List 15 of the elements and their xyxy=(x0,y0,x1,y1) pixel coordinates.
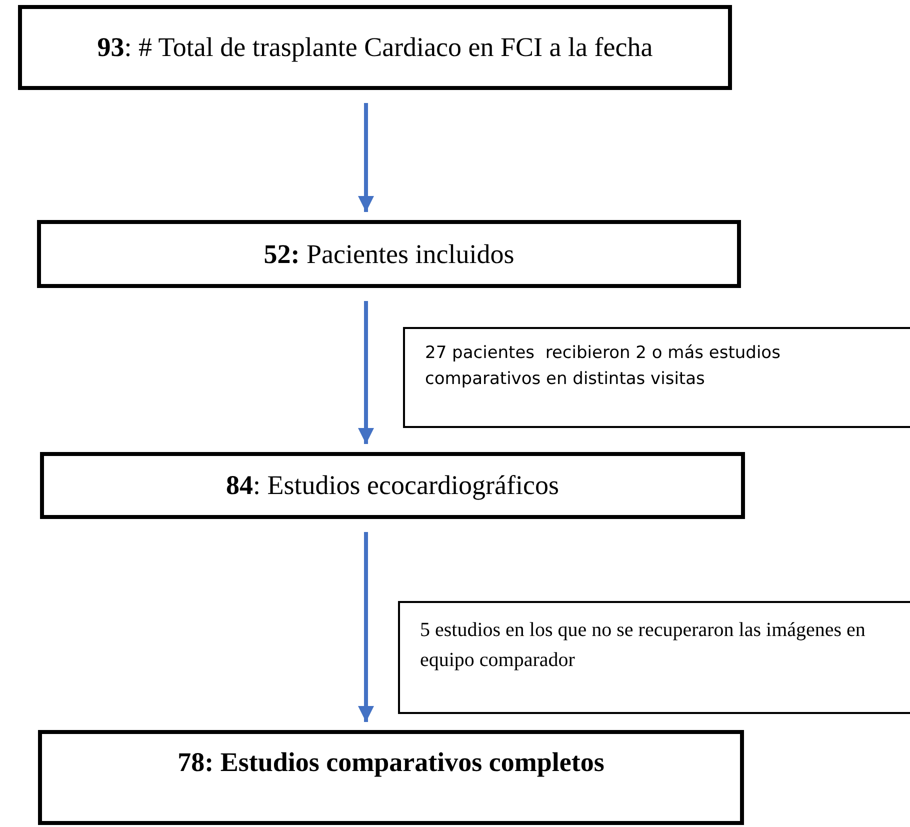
box-text: 78: Estudios comparativos completos xyxy=(178,746,604,778)
note-text: 27 pacientes recibieron 2 o más estudios comparativos en distintas visitas xyxy=(425,342,782,390)
arrow xyxy=(358,532,374,722)
process-box xyxy=(38,730,744,825)
note-box xyxy=(398,601,910,714)
arrow xyxy=(358,301,374,444)
note-box xyxy=(403,327,910,428)
process-box xyxy=(40,452,745,519)
box-text: 84: Estudios ecocardiográficos xyxy=(226,469,559,502)
note-text: 5 estudios en los que no se recuperaron las imágenes en equipo comparador xyxy=(420,618,866,673)
box-text: 93: # Total de trasplante Cardiaco en FCI a la fecha xyxy=(97,31,653,64)
process-box xyxy=(18,5,732,90)
box-text: 52: Pacientes incluidos xyxy=(264,238,514,270)
arrow xyxy=(358,103,374,212)
process-box xyxy=(37,220,741,288)
